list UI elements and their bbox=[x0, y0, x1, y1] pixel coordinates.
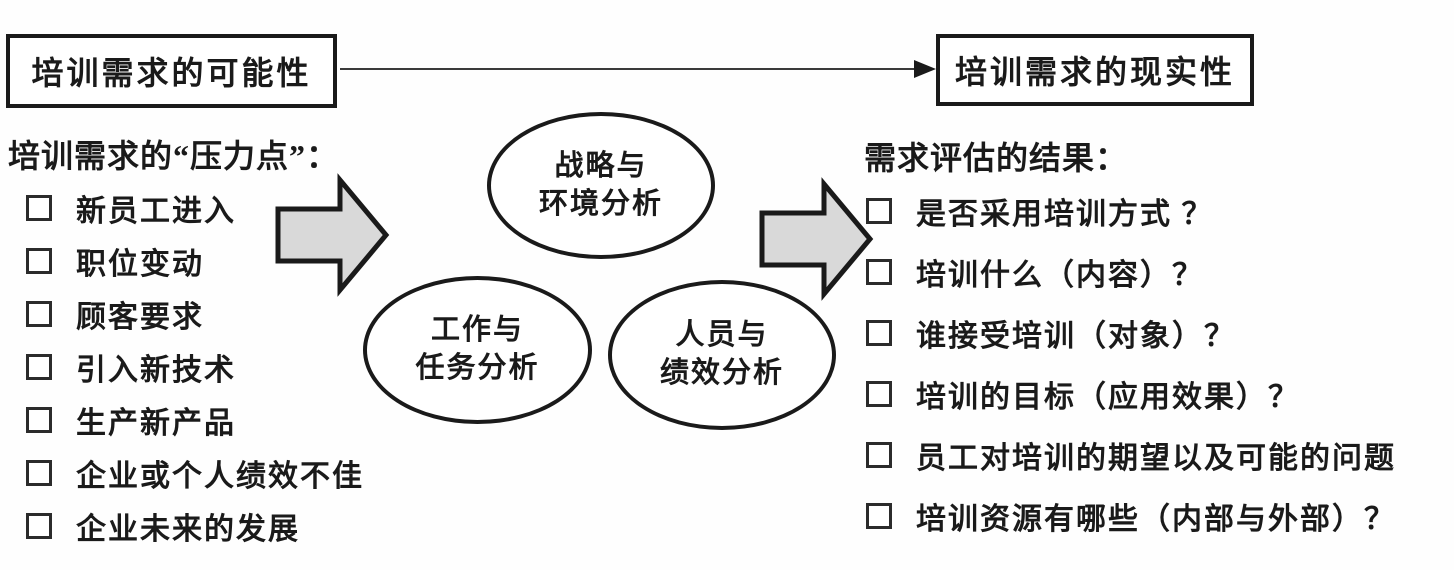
list-item: 企业或个人绩效不佳 bbox=[26, 446, 364, 499]
list-item: 引入新技术 bbox=[26, 340, 364, 393]
list-item-label: 顾客要求 bbox=[76, 300, 204, 334]
list-item: 谁接受培训（对象）？ bbox=[866, 302, 1396, 363]
checkbox-icon bbox=[866, 197, 892, 224]
checkbox-icon bbox=[866, 502, 892, 529]
list-item-label: 企业或个人绩效不佳 bbox=[76, 459, 364, 493]
checkbox-icon bbox=[26, 459, 52, 486]
ellipse-label-line: 任务分析 bbox=[415, 352, 540, 384]
list-item-label: 培训什么（内容）？ bbox=[916, 258, 1204, 292]
ellipse-label-line: 战略与 bbox=[554, 149, 648, 182]
assessment-results-list: 是否采用培训方式 ？ 培训什么（内容）？ 谁接受培训（对象）？ 培训的目标（应用… bbox=[866, 180, 1396, 546]
pressure-points-list: 新员工进入 职位变动 顾客要求 引入新技术 生产新产品 企业或个人绩效不佳 企业… bbox=[26, 181, 364, 552]
checkbox-icon bbox=[866, 258, 892, 285]
ellipse-strategy-environment-analysis: 战略与 环境分析 bbox=[487, 112, 715, 259]
list-item-label: 企业未来的发展 bbox=[76, 512, 300, 546]
pressure-points-heading: 培训需求的“压力点”： bbox=[8, 138, 340, 174]
reality-box-label: 培训需求的现实性 bbox=[954, 54, 1235, 90]
possibility-box: 培训需求的可能性 bbox=[6, 34, 337, 108]
flow-arrow-line bbox=[340, 68, 918, 70]
list-item-label: 新员工进入 bbox=[76, 194, 236, 228]
pressure-block-arrow-icon bbox=[275, 173, 390, 297]
ellipse-label-line: 环境分析 bbox=[538, 187, 663, 220]
ellipse-label-line: 工作与 bbox=[430, 314, 524, 347]
list-item: 培训什么（内容）？ bbox=[866, 241, 1396, 302]
list-item: 员工对培训的期望以及可能的问题 bbox=[866, 424, 1396, 485]
list-item: 顾客要求 bbox=[26, 287, 364, 340]
results-block-arrow-icon bbox=[759, 177, 874, 301]
checkbox-icon bbox=[866, 380, 892, 407]
ellipse-work-task-analysis: 工作与 任务分析 bbox=[363, 276, 592, 424]
checkbox-icon bbox=[26, 300, 52, 327]
checkbox-icon bbox=[26, 194, 52, 221]
assessment-results-heading: 需求评估的结果： bbox=[864, 140, 1129, 176]
list-item: 企业未来的发展 bbox=[26, 499, 364, 552]
checkbox-icon bbox=[26, 247, 52, 274]
arrowhead-icon bbox=[914, 60, 936, 78]
list-item: 职位变动 bbox=[26, 234, 364, 287]
list-item: 新员工进入 bbox=[26, 181, 364, 234]
list-item: 培训的目标（应用效果）？ bbox=[866, 363, 1396, 424]
list-item-label: 员工对培训的期望以及可能的问题 bbox=[916, 441, 1396, 475]
list-item-label: 职位变动 bbox=[76, 247, 204, 281]
ellipse-personnel-performance-analysis: 人员与 绩效分析 bbox=[608, 280, 836, 430]
list-item-label: 谁接受培训（对象）？ bbox=[916, 319, 1236, 353]
list-item-label: 培训资源有哪些（内部与外部）？ bbox=[916, 502, 1396, 536]
list-item: 是否采用培训方式 ？ bbox=[866, 180, 1396, 241]
list-item-label: 引入新技术 bbox=[76, 353, 236, 387]
checkbox-icon bbox=[26, 406, 52, 433]
reality-box: 培训需求的现实性 bbox=[936, 34, 1254, 106]
checkbox-icon bbox=[866, 441, 892, 468]
checkbox-icon bbox=[26, 353, 52, 380]
ellipse-label-line: 绩效分析 bbox=[659, 357, 784, 389]
checkbox-icon bbox=[866, 319, 892, 346]
list-item-label: 生产新产品 bbox=[76, 406, 236, 440]
list-item: 生产新产品 bbox=[26, 393, 364, 446]
list-item-label: 培训的目标（应用效果）？ bbox=[916, 380, 1300, 414]
checkbox-icon bbox=[26, 512, 52, 539]
list-item-label: 是否采用培训方式 ？ bbox=[916, 197, 1214, 231]
ellipse-label-line: 人员与 bbox=[675, 319, 769, 352]
list-item: 培训资源有哪些（内部与外部）？ bbox=[866, 485, 1396, 546]
possibility-box-label: 培训需求的可能性 bbox=[31, 55, 312, 91]
